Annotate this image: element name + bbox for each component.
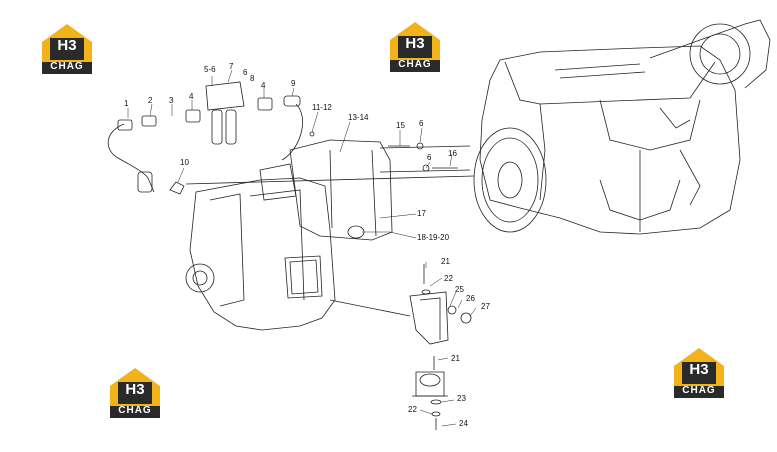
callout-label: 6 <box>419 119 424 128</box>
logo-name: CHAG <box>398 59 432 70</box>
logo-house-icon <box>42 24 92 74</box>
callout-label: 24 <box>459 419 468 428</box>
callout-label: 21 <box>451 354 460 363</box>
callout-label: 26 <box>466 294 475 303</box>
flywheel-housing <box>473 127 547 233</box>
filter-assembly <box>117 81 301 145</box>
fastener-parts <box>309 131 472 430</box>
engine-block <box>479 19 771 235</box>
callout-label: 10 <box>180 158 189 167</box>
logo-monogram: H3 <box>125 381 145 398</box>
callout-label: 21 <box>441 257 450 266</box>
callout-label: 5-6 <box>204 65 216 74</box>
brand-logo: H3 CHAG <box>670 346 728 398</box>
callout-label: 9 <box>291 79 296 88</box>
logo-house-icon <box>390 22 440 72</box>
callout-label: 25 <box>455 285 464 294</box>
logo-name: CHAG <box>682 385 716 396</box>
callout-label: 11-12 <box>312 103 332 112</box>
callout-label: 6 <box>427 153 432 162</box>
callout-label: 13-14 <box>348 113 369 122</box>
callout-label: 15 <box>396 121 405 130</box>
logo-house-icon <box>674 348 724 398</box>
brand-logo: H3 CHAG <box>38 22 96 74</box>
callout-label: 6 <box>243 68 248 77</box>
callout-label: 4 <box>189 92 194 101</box>
logo-name: CHAG <box>118 405 152 416</box>
hose-assembly <box>107 103 303 195</box>
callout-label: 27 <box>481 302 490 311</box>
callout-label: 3 <box>169 96 174 105</box>
logo-house-icon <box>110 368 160 418</box>
callout-label: 17 <box>417 209 426 218</box>
logo-name: CHAG <box>50 61 84 72</box>
callout-labels: 1 2 3 4 5-6 7 6 8 4 9 10 11-12 13-14 15 … <box>124 62 490 428</box>
mounting-bracket <box>329 291 449 397</box>
callout-label: 4 <box>261 81 266 90</box>
callout-label: 7 <box>229 62 234 71</box>
callout-label: 23 <box>457 394 466 403</box>
callout-label: 22 <box>444 274 453 283</box>
brand-logo: H3 CHAG <box>106 366 164 418</box>
callout-label: 1 <box>124 99 129 108</box>
callout-label: 22 <box>408 405 417 414</box>
callout-label: 8 <box>250 74 255 83</box>
callout-label: 2 <box>148 96 153 105</box>
callout-label: 16 <box>448 149 457 158</box>
transmission-housing <box>185 139 393 331</box>
leader-lines <box>127 69 477 427</box>
callout-label: 18-19-20 <box>417 233 450 242</box>
logo-monogram: H3 <box>57 37 77 54</box>
brand-logo: H3 CHAG <box>386 20 444 72</box>
logo-monogram: H3 <box>689 361 709 378</box>
logo-monogram: H3 <box>405 35 425 52</box>
